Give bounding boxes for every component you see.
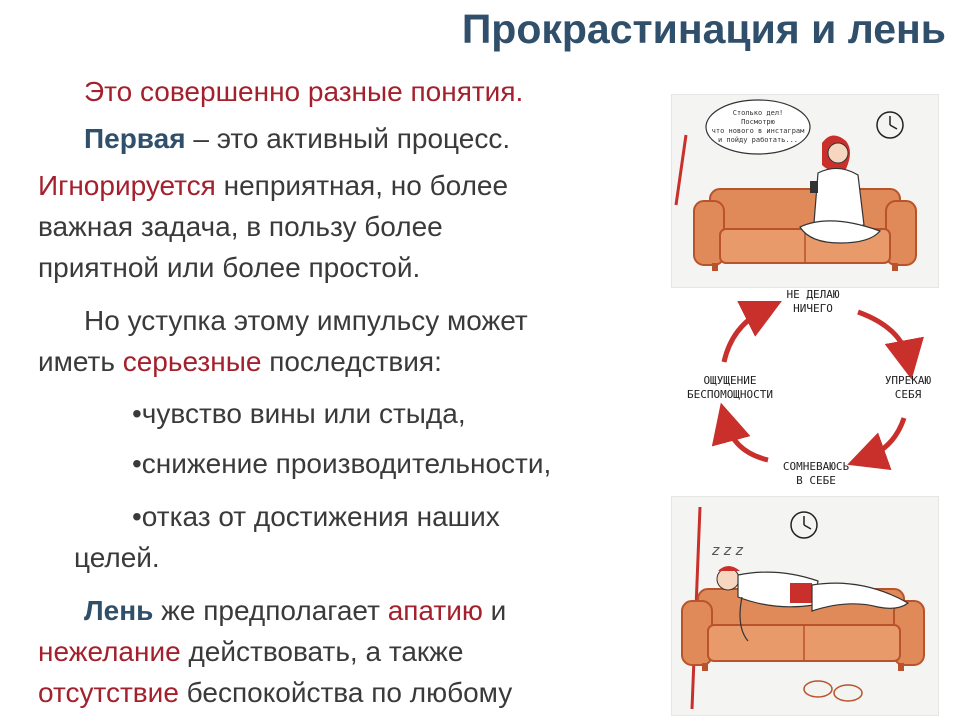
illustration-sofa-sleeping: z z z [671,496,939,716]
line-9: нежелание действовать, а также [38,632,463,672]
bubble-line-4: и пойду работать... [718,136,798,144]
sofa-sleeping-drawing: z z z [681,506,925,710]
cycle-top-2: НИЧЕГО [793,302,833,315]
sleep-zzz: z z z [711,543,744,559]
line-6: Но уступка этому импульсу может [84,305,528,336]
line-2: Первая – это активный процесс. [84,119,510,159]
clock-icon [790,511,818,539]
cycle-right-2: СЕБЯ [894,388,922,401]
line-7-b: последствия: [261,346,442,377]
line-1: Это совершенно разные понятия. [84,76,524,107]
line-2-rest: – это активный процесс. [185,123,511,154]
line-3: Игнорируется неприятная, но более [38,166,508,206]
bubble-line-3: что нового в инстаграм [712,127,806,135]
lamp-line [674,134,688,206]
clock-icon [876,111,904,139]
bubble-line-2: Посмотрю [741,118,775,126]
line-9-rest: действовать, а также [180,636,464,667]
cycle-label-reproach: УПРЕКАЮ СЕБЯ [876,374,940,402]
arrow-top-right [857,309,924,380]
bullet-goals: •отказ от достижения наших [132,501,500,532]
word-absence: отсутствие [38,677,179,708]
word-laziness: Лень [84,595,154,626]
cycle-bottom-2: В СЕБЕ [796,474,836,487]
thought-bubble [705,99,811,155]
bullet-productivity: •снижение производительности, [132,448,552,479]
cycle-label-helplessness: ОЩУЩЕНИЕ БЕСПОМОЩНОСТИ [680,374,780,402]
line-3-rest: неприятная, но более [215,170,509,201]
line-10-rest: беспокойства по любому [178,677,513,708]
word-apathy: апатию [387,595,483,626]
cycle-label-doubt: СОМНЕВАЮСЬ В СЕБЕ [776,460,856,488]
cycle-left-2: БЕСПОМОЩНОСТИ [686,388,774,401]
sleeping-man-figure [716,566,910,642]
slide-title: Прокрастинация и лень [461,6,946,52]
word-unwillingness: нежелание [38,636,181,667]
line-5: приятной или более простой. [38,252,421,283]
sofa-phone-drawing: Столько дел! Посмотрю что нового в инста… [674,99,917,271]
line-10: отсутствие беспокойства по любому [38,673,512,713]
arrow-top-left [721,301,782,363]
line-4: важная задача, в пользу более [38,211,443,242]
line-7: иметь серьезные последствия: [38,342,442,382]
arrow-bottom-right [847,417,907,471]
cycle-diagram: НЕ ДЕЛАЮ НИЧЕГО УПРЕКАЮ СЕБЯ СОМНЕВАЮСЬ … [680,282,942,492]
bubble-line-1: Столько дел! [733,109,784,117]
cycle-label-do-nothing: НЕ ДЕЛАЮ НИЧЕГО [778,288,848,316]
cycle-bottom-1: СОМНЕВАЮСЬ [782,460,850,473]
sofa-icon [681,588,925,671]
arrow-bottom-left [711,402,769,463]
line-8-a: же предполагает [153,595,388,626]
woman-figure [799,135,882,244]
word-serious: серьезные [122,346,262,377]
cycle-left-1: ОЩУЩЕНИЕ [703,374,757,387]
word-ignored: Игнорируется [38,170,216,201]
cycle-right-1: УПРЕКАЮ [884,374,932,387]
word-first: Первая [84,123,186,154]
line-8-b: и [482,595,507,626]
line-8: Лень же предполагает апатию и [84,591,506,631]
line-7-a: иметь [38,346,123,377]
bullet-guilt: •чувство вины или стыда, [132,398,466,429]
cycle-arrows [711,301,924,471]
slippers-icon [803,680,863,702]
illustration-sofa-phone: Столько дел! Посмотрю что нового в инста… [671,94,939,288]
cycle-top-1: НЕ ДЕЛАЮ [786,288,840,301]
bullet-goals-cont: целей. [74,542,160,573]
